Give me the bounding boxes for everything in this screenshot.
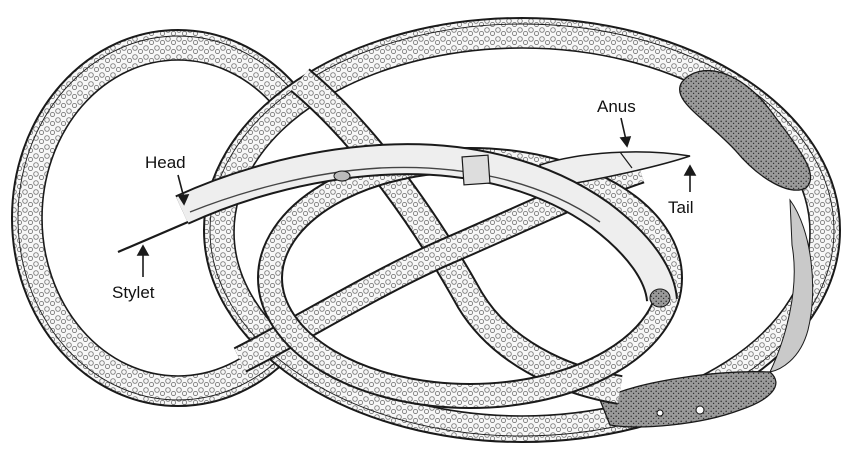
label-head: Head [145, 153, 186, 172]
label-tail: Tail [668, 198, 694, 217]
label-anus: Anus [597, 97, 636, 116]
label-stylet: Stylet [112, 283, 155, 302]
